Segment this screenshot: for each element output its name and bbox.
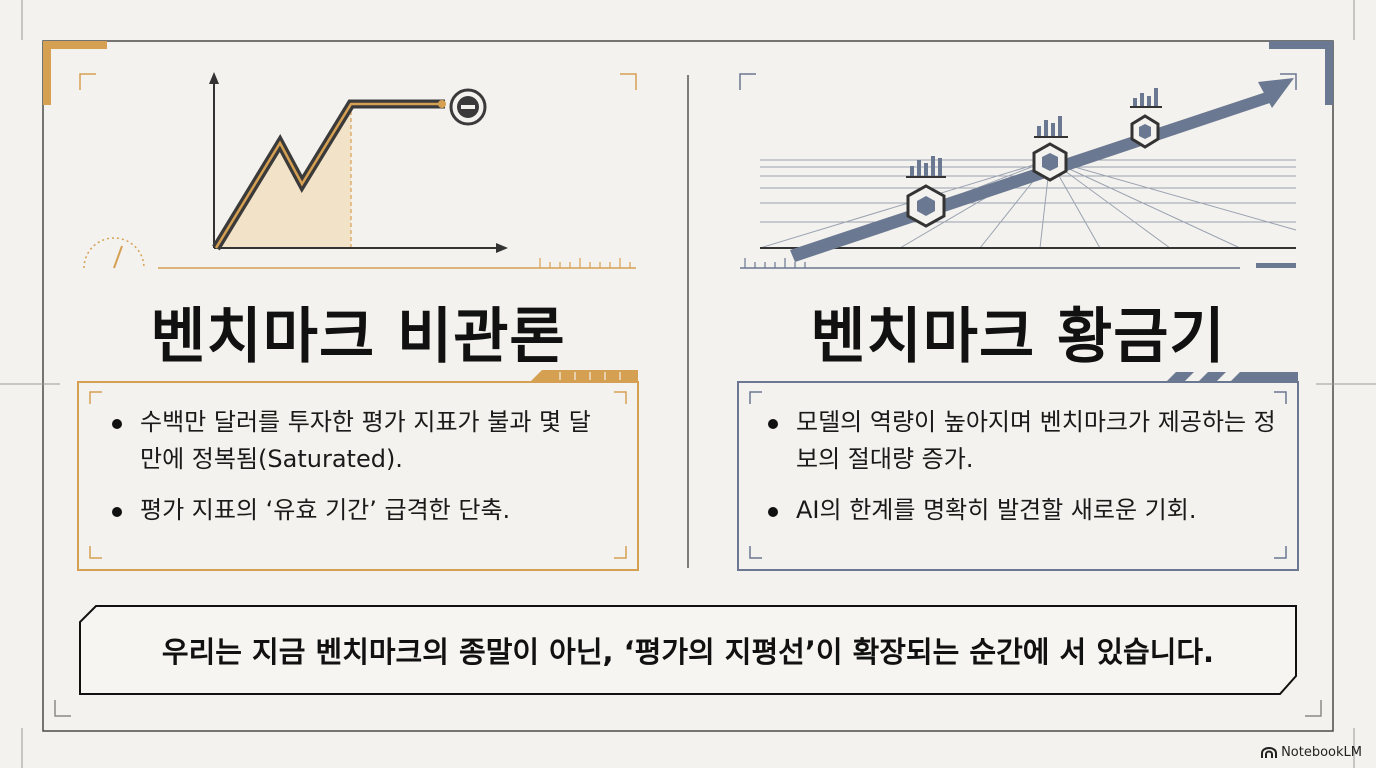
conclusion-text: 우리는 지금 벤치마크의 종말이 아닌, ‘평가의 지평선’이 확장되는 순간에… <box>161 635 1215 669</box>
notebooklm-logo-icon <box>1261 746 1278 758</box>
right-title: 벤치마크 황금기 <box>810 302 1226 372</box>
right-illustration-frame <box>739 73 1297 269</box>
bar-chart-icons <box>906 88 1162 178</box>
data-node-icons <box>906 114 1160 228</box>
right-text-box <box>737 372 1299 571</box>
left-illustration-frame <box>79 73 637 269</box>
plateau-line-chart <box>209 72 508 253</box>
left-title: 벤치마크 비관론 <box>150 302 566 372</box>
perspective-grid <box>759 159 1297 249</box>
left-bullet-2: 평가 지표의 ‘유효 기간’ 급격한 단축. <box>112 492 612 529</box>
left-bullet-list: 수백만 달러를 투자한 평가 지표가 불과 몇 달 만에 정복됨(Saturat… <box>112 404 612 543</box>
gauge-icon <box>83 237 145 269</box>
right-bullet-list: 모델의 역량이 높아지며 벤치마크가 제공하는 정보의 절대량 증가. AI의 … <box>768 404 1278 543</box>
left-text-box <box>77 370 639 571</box>
gold-corner-accent <box>43 41 107 105</box>
right-bullet-1: 모델의 역량이 높아지며 벤치마크가 제공하는 정보의 절대량 증가. <box>768 404 1278 478</box>
right-bullet-2: AI의 한계를 명확히 발견할 새로운 기회. <box>768 492 1278 529</box>
left-bullet-1: 수백만 달러를 투자한 평가 지표가 불과 몇 달 만에 정복됨(Saturat… <box>112 404 612 478</box>
watermark-label: NotebookLM <box>1281 745 1362 760</box>
notebooklm-watermark: NotebookLM <box>1261 745 1362 760</box>
conclusion-banner-border <box>79 605 1297 695</box>
bottom-corner-brackets <box>54 700 1322 717</box>
outer-frame-border <box>42 40 1334 732</box>
minus-circle-icon <box>449 88 487 126</box>
slate-corner-accent <box>1269 41 1333 105</box>
